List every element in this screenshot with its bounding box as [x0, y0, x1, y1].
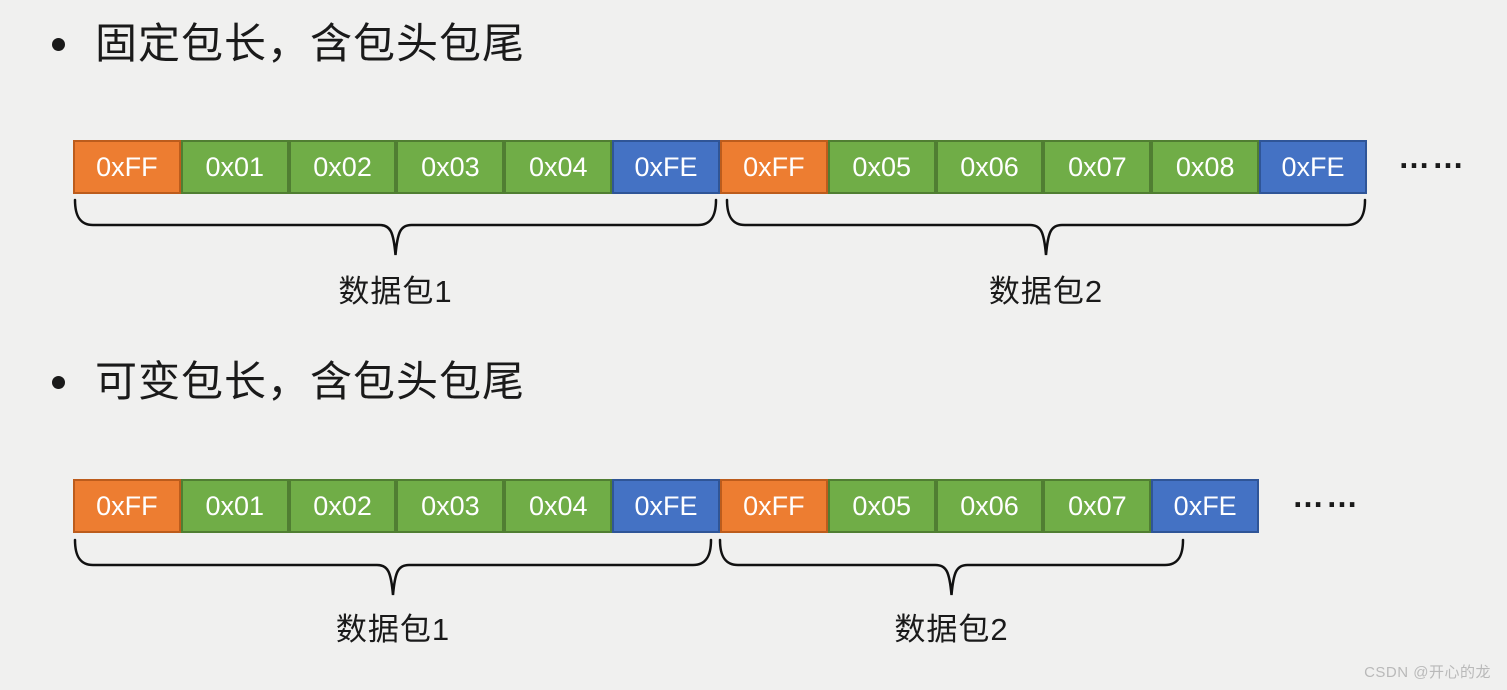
byte-cell-data: 0x05 [827, 140, 936, 194]
ellipsis: …… [1292, 477, 1360, 514]
byte-cell-data: 0x07 [1043, 140, 1152, 194]
byte-cell-data: 0x07 [1043, 479, 1152, 533]
section-heading-text: 固定包长，含包头包尾 [95, 20, 526, 67]
byte-cell-tail: 0xFE [1259, 140, 1367, 194]
byte-cell-data: 0x03 [396, 479, 505, 533]
section-heading-variable-length: 可变包长，含包头包尾 [52, 354, 525, 410]
byte-cell-data: 0x02 [288, 140, 397, 194]
byte-cell-data: 0x06 [935, 140, 1044, 194]
byte-cell-tail: 0xFE [612, 479, 720, 533]
byte-cell-data: 0x01 [180, 140, 289, 194]
byte-cell-header: 0xFF [719, 140, 828, 194]
byte-cell-data: 0x05 [827, 479, 936, 533]
section-heading-fixed-length: 固定包长，含包头包尾 [52, 16, 525, 72]
byte-cell-header: 0xFF [73, 140, 181, 194]
byte-cell-header: 0xFF [719, 479, 828, 533]
byte-cell-data: 0x03 [396, 140, 505, 194]
byte-cell-data: 0x04 [504, 140, 613, 194]
packet-label: 数据包1 [335, 612, 451, 647]
byte-cell-data: 0x04 [504, 479, 613, 533]
bullet-icon [52, 375, 65, 389]
byte-cell-tail: 0xFE [1151, 479, 1260, 533]
packet-brace [73, 198, 718, 258]
byte-cell-data: 0x02 [288, 479, 397, 533]
byte-cell-data: 0x06 [935, 479, 1044, 533]
packet-label: 数据包2 [894, 612, 1009, 647]
ellipsis: …… [1398, 138, 1466, 175]
packet-brace [73, 538, 713, 598]
packet-brace [725, 198, 1367, 258]
byte-cell-tail: 0xFE [612, 140, 720, 194]
packet-label: 数据包2 [988, 274, 1104, 309]
byte-cell-data: 0x01 [180, 479, 289, 533]
packet-label: 数据包1 [338, 274, 453, 309]
byte-cell-header: 0xFF [73, 479, 181, 533]
watermark: CSDN @开心的龙 [1364, 664, 1491, 681]
section-heading-text: 可变包长，含包头包尾 [95, 358, 526, 405]
bullet-icon [52, 37, 65, 51]
byte-cell-data: 0x08 [1151, 140, 1260, 194]
packet-brace [718, 538, 1185, 598]
